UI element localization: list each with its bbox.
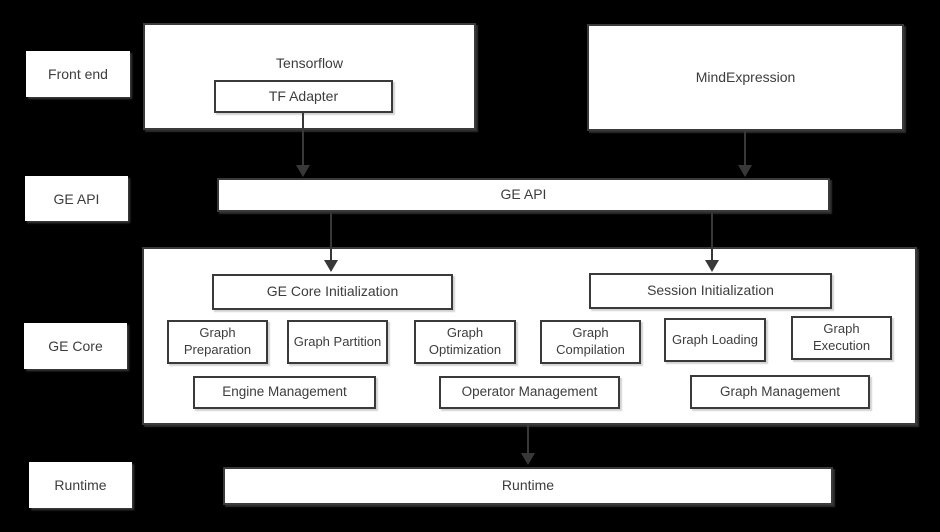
arrow-shaft	[330, 213, 332, 260]
arrow-shaft	[744, 131, 746, 165]
arrow-head-icon	[705, 260, 719, 272]
stage-box-graph-execution: Graph Execution	[791, 316, 892, 360]
stage-box-graph-loading: Graph Loading	[664, 318, 766, 362]
tensorflow-label: Tensorflow	[276, 55, 343, 71]
arrow-tf-adapter-to-ge-api	[296, 113, 310, 177]
rail-label-runtime: Runtime	[29, 462, 132, 508]
mindexpression-box: MindExpression	[587, 24, 904, 131]
tf-adapter-box: TF Adapter	[214, 80, 393, 113]
stage-box-graph-preparation: Graph Preparation	[167, 320, 268, 364]
ge-api-bar: GE API	[217, 178, 830, 212]
stage-box-graph-partition: Graph Partition	[287, 320, 388, 364]
engine-management-box: Engine Management	[193, 376, 376, 409]
stage-box-graph-optimization: Graph Optimization	[414, 320, 516, 364]
ge-core-initialization-box: GE Core Initialization	[212, 274, 453, 310]
arrow-shaft	[711, 213, 713, 260]
rail-label-ge-api: GE API	[25, 176, 128, 221]
arrow-head-icon	[521, 453, 535, 465]
arrow-head-icon	[738, 165, 752, 177]
rail-label-front-end: Front end	[26, 51, 130, 97]
stage-box-graph-compilation: Graph Compilation	[540, 320, 641, 364]
graph-management-box: Graph Management	[690, 375, 870, 409]
arrow-ge-api-to-session-init	[705, 213, 719, 272]
arrow-head-icon	[324, 260, 338, 272]
arrow-shaft	[302, 113, 304, 165]
runtime-bar: Runtime	[223, 467, 833, 505]
operator-management-box: Operator Management	[439, 376, 620, 409]
arrow-shaft	[527, 425, 529, 453]
session-initialization-box: Session Initialization	[589, 273, 832, 309]
arrow-mindexpression-to-ge-api	[738, 131, 752, 177]
arrow-head-icon	[296, 165, 310, 177]
rail-label-ge-core: GE Core	[24, 323, 127, 369]
arrow-ge-api-to-core-init	[324, 213, 338, 272]
arrow-ge-core-to-runtime	[521, 425, 535, 465]
